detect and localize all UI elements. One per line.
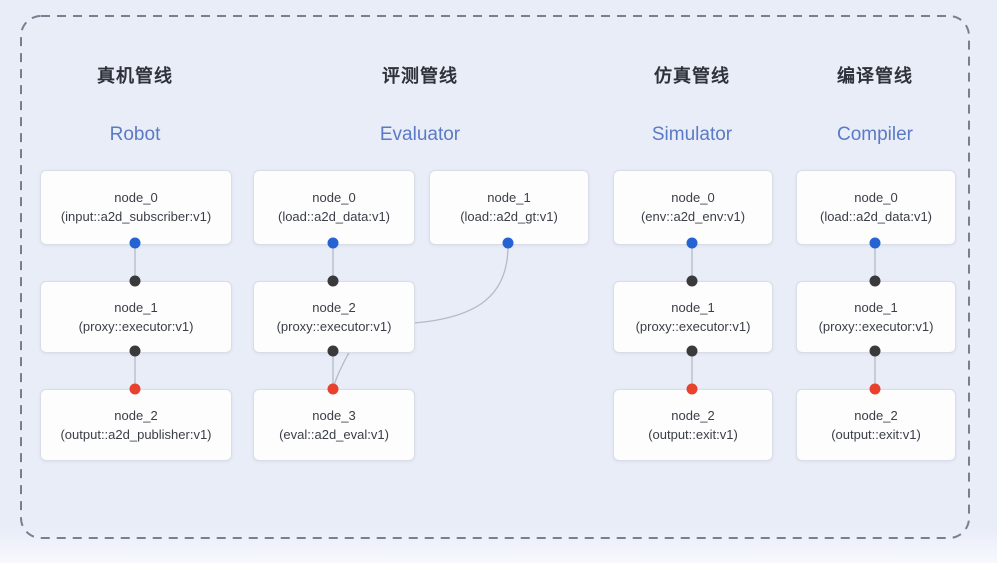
node-box-compiler-node2: node_2 (output::exit:v1) — [796, 389, 956, 461]
node-type: (proxy::executor:v1) — [818, 318, 934, 334]
executor-input-port-dot — [686, 275, 698, 287]
node-name: node_0 — [114, 190, 158, 206]
node-name: node_2 — [671, 407, 715, 423]
node-type: (env::a2d_env:v1) — [640, 209, 746, 224]
sink-input-port-dot — [686, 383, 698, 395]
node-type: (output::exit:v1) — [831, 426, 921, 442]
node-type: (eval::a2d_eval:v1) — [279, 426, 389, 442]
node-name: node_0 — [854, 190, 898, 206]
node-box-robot-node0: node_0 (input::a2d_subscriber:v1) — [40, 170, 232, 245]
node-box-compiler-node1: node_1 (proxy::executor:v1) — [796, 281, 956, 353]
pipeline-title-zh-simulator: 仿真管线 — [654, 66, 730, 86]
node-type: (load::a2d_gt:v1) — [460, 209, 558, 224]
executor-output-port-dot — [129, 345, 141, 357]
node-name: node_0 — [671, 190, 715, 206]
executor-output-port-dot — [686, 345, 698, 357]
source-output-port-dot — [686, 237, 698, 249]
node-name: node_0 — [312, 190, 356, 206]
pipeline-title-zh-evaluator: 评测管线 — [382, 66, 458, 86]
node-box-evaluator-node2: node_2 (proxy::executor:v1) — [253, 281, 415, 353]
sink-input-port-dot — [869, 383, 881, 395]
executor-input-port-dot — [869, 275, 881, 287]
pipeline-title-en-robot: Robot — [109, 124, 161, 145]
node-box-robot-node2: node_2 (output::a2d_publisher:v1) — [40, 389, 232, 461]
executor-output-port-dot — [327, 345, 339, 357]
source-output-port-dot — [502, 237, 514, 249]
node-box-evaluator-node3: node_3 (eval::a2d_eval:v1) — [253, 389, 415, 461]
node-type: (load::a2d_data:v1) — [819, 209, 933, 224]
node-box-robot-node1: node_1 (proxy::executor:v1) — [40, 281, 232, 353]
node-type: (proxy::executor:v1) — [78, 318, 194, 334]
pipeline-title-en-compiler: Compiler — [836, 124, 914, 145]
node-type: (output::a2d_publisher:v1) — [60, 426, 212, 442]
node-name: node_2 — [114, 407, 158, 423]
node-name: node_2 — [854, 407, 898, 423]
node-box-compiler-node0: node_0 (load::a2d_data:v1) — [796, 170, 956, 245]
sink-input-port-dot — [129, 383, 141, 395]
node-box-simulator-node2: node_2 (output::exit:v1) — [613, 389, 773, 461]
node-type: (input::a2d_subscriber:v1) — [60, 209, 212, 224]
node-box-evaluator-node0: node_0 (load::a2d_data:v1) — [253, 170, 415, 245]
node-name: node_1 — [487, 190, 531, 206]
executor-output-port-dot — [869, 345, 881, 357]
node-type: (load::a2d_data:v1) — [277, 209, 391, 224]
sink-input-port-dot — [327, 383, 339, 395]
node-type: (proxy::executor:v1) — [276, 318, 392, 334]
source-output-port-dot — [869, 237, 881, 249]
executor-input-port-dot — [327, 275, 339, 287]
pipeline-title-zh-compiler: 编译管线 — [837, 66, 913, 86]
node-name: node_1 — [671, 299, 715, 315]
node-name: node_3 — [312, 407, 356, 423]
node-box-evaluator-node1: node_1 (load::a2d_gt:v1) — [429, 170, 589, 245]
node-type: (proxy::executor:v1) — [635, 318, 751, 334]
pipeline-title-zh-robot: 真机管线 — [97, 66, 173, 86]
node-name: node_1 — [114, 299, 158, 315]
node-name: node_1 — [854, 299, 898, 315]
node-box-simulator-node0: node_0 (env::a2d_env:v1) — [613, 170, 773, 245]
executor-input-port-dot — [129, 275, 141, 287]
pipeline-title-en-simulator: Simulator — [651, 124, 733, 145]
dashed-border — [20, 15, 970, 539]
node-type: (output::exit:v1) — [648, 426, 738, 442]
pipeline-title-en-evaluator: Evaluator — [379, 124, 461, 145]
source-output-port-dot — [327, 237, 339, 249]
node-box-simulator-node1: node_1 (proxy::executor:v1) — [613, 281, 773, 353]
node-name: node_2 — [312, 299, 356, 315]
source-output-port-dot — [129, 237, 141, 249]
